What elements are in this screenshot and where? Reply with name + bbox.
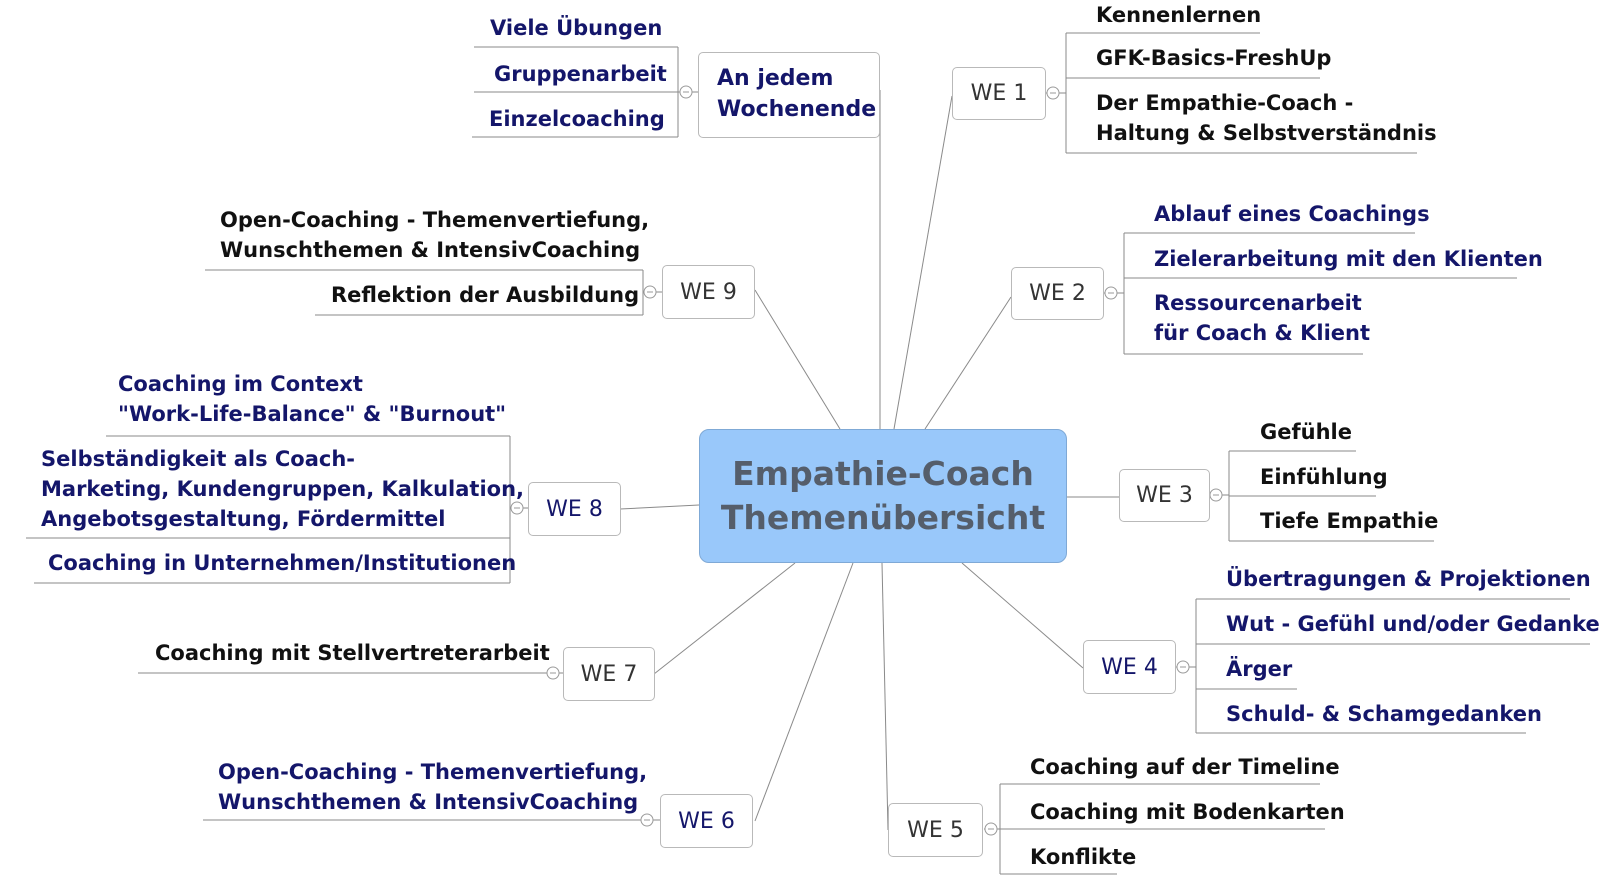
node-we8[interactable]: WE 8 [528, 482, 621, 536]
topic-an-jedem-wochenende[interactable]: An jedem Wochenende [698, 52, 880, 138]
leaf-we3-einfuehlung[interactable]: Einfühlung [1260, 465, 1388, 489]
leaf-we8-selbstaendigkeit[interactable]: Selbständigkeit als Coach- Marketing, Ku… [41, 444, 524, 534]
leaf-we4-aerger[interactable]: Ärger [1226, 657, 1293, 681]
node-we7[interactable]: WE 7 [563, 647, 655, 701]
leaf-gruppenarbeit[interactable]: Gruppenarbeit [494, 62, 667, 86]
node-we3[interactable]: WE 3 [1119, 469, 1210, 522]
node-we9[interactable]: WE 9 [662, 265, 755, 319]
leaf-we1-kennenlernen[interactable]: Kennenlernen [1096, 3, 1262, 27]
node-we6[interactable]: WE 6 [660, 794, 753, 848]
leaf-we4-wut[interactable]: Wut - Gefühl und/oder Gedanke? [1226, 612, 1599, 636]
leaf-we4-schuld-scham[interactable]: Schuld- & Schamgedanken [1226, 702, 1542, 726]
leaf-line: Coaching im Context [118, 372, 363, 396]
node-we5[interactable]: WE 5 [888, 803, 983, 857]
leaf-einzelcoaching[interactable]: Einzelcoaching [489, 107, 665, 131]
spoke-we1 [893, 95, 953, 430]
leaf-line: "Work-Life-Balance" & "Burnout" [118, 402, 507, 426]
leaf-we5-konflikte[interactable]: Konflikte [1030, 845, 1137, 869]
node-we4[interactable]: WE 4 [1083, 640, 1176, 694]
leaf-line: Selbständigkeit als Coach- [41, 447, 356, 471]
topic-line2: Wochenende [717, 97, 877, 122]
spoke-we6 [754, 562, 854, 822]
leaf-we6-open-coaching[interactable]: Open-Coaching - Themenvertiefung, Wunsch… [218, 757, 647, 817]
leaf-line: Der Empathie-Coach - [1096, 91, 1354, 115]
leaf-line: für Coach & Klient [1154, 321, 1370, 345]
spoke-we8 [619, 504, 700, 510]
spoke-we4 [961, 562, 1084, 669]
leaf-we2-ablauf[interactable]: Ablauf eines Coachings [1154, 202, 1430, 226]
leaf-we5-timeline[interactable]: Coaching auf der Timeline [1030, 755, 1340, 779]
leaf-line: Angebotsgestaltung, Fördermittel [41, 507, 446, 531]
leaf-we8-context[interactable]: Coaching im Context "Work-Life-Balance" … [118, 369, 506, 429]
leaf-line: Open-Coaching - Themenvertiefung, [218, 760, 648, 784]
spoke-we5 [881, 562, 889, 831]
leaf-we2-ressourcenarbeit[interactable]: Ressourcenarbeit für Coach & Klient [1154, 288, 1370, 348]
central-topic-line1: Empathie-Coach [732, 454, 1034, 493]
node-we2[interactable]: WE 2 [1011, 267, 1104, 320]
leaf-we1-empathie-coach[interactable]: Der Empathie-Coach - Haltung & Selbstver… [1096, 88, 1437, 148]
leaf-we7-stellvertreter[interactable]: Coaching mit Stellvertreterarbeit [155, 641, 550, 665]
central-topic-line2: Themenübersicht [720, 498, 1046, 537]
leaf-we1-gfk-basics[interactable]: GFK-Basics-FreshUp [1096, 46, 1332, 70]
leaf-line: Haltung & Selbstverständnis [1096, 121, 1437, 145]
spoke-we9 [754, 289, 841, 430]
leaf-we9-open-coaching[interactable]: Open-Coaching - Themenvertiefung, Wunsch… [220, 205, 649, 265]
leaf-line: Wunschthemen & IntensivCoaching [218, 790, 639, 814]
leaf-line: Ressourcenarbeit [1154, 291, 1362, 315]
leaf-viele-uebungen[interactable]: Viele Übungen [490, 16, 663, 40]
leaf-we2-zielerarbeitung[interactable]: Zielerarbeitung mit den Klienten [1154, 247, 1543, 271]
spoke-we2 [924, 296, 1012, 430]
leaf-line: Wunschthemen & IntensivCoaching [220, 238, 641, 262]
leaf-line: Marketing, Kundengruppen, Kalkulation, [41, 477, 525, 501]
leaf-we9-reflektion[interactable]: Reflektion der Ausbildung [331, 283, 640, 307]
leaf-we4-uebertragungen[interactable]: Übertragungen & Projektionen [1226, 567, 1591, 591]
leaf-line: Open-Coaching - Themenvertiefung, [220, 208, 650, 232]
leaf-we8-unternehmen[interactable]: Coaching in Unternehmen/Institutionen [48, 551, 517, 575]
leaf-we3-tiefe-empathie[interactable]: Tiefe Empathie [1260, 509, 1439, 533]
topic-line1: An jedem [717, 66, 834, 91]
node-we1[interactable]: WE 1 [952, 67, 1046, 120]
central-topic[interactable]: Empathie-Coach Themenübersicht [699, 429, 1067, 563]
leaf-we3-gefuehle[interactable]: Gefühle [1260, 420, 1352, 444]
leaf-we5-bodenkarten[interactable]: Coaching mit Bodenkarten [1030, 800, 1345, 824]
spoke-we7 [653, 562, 796, 675]
